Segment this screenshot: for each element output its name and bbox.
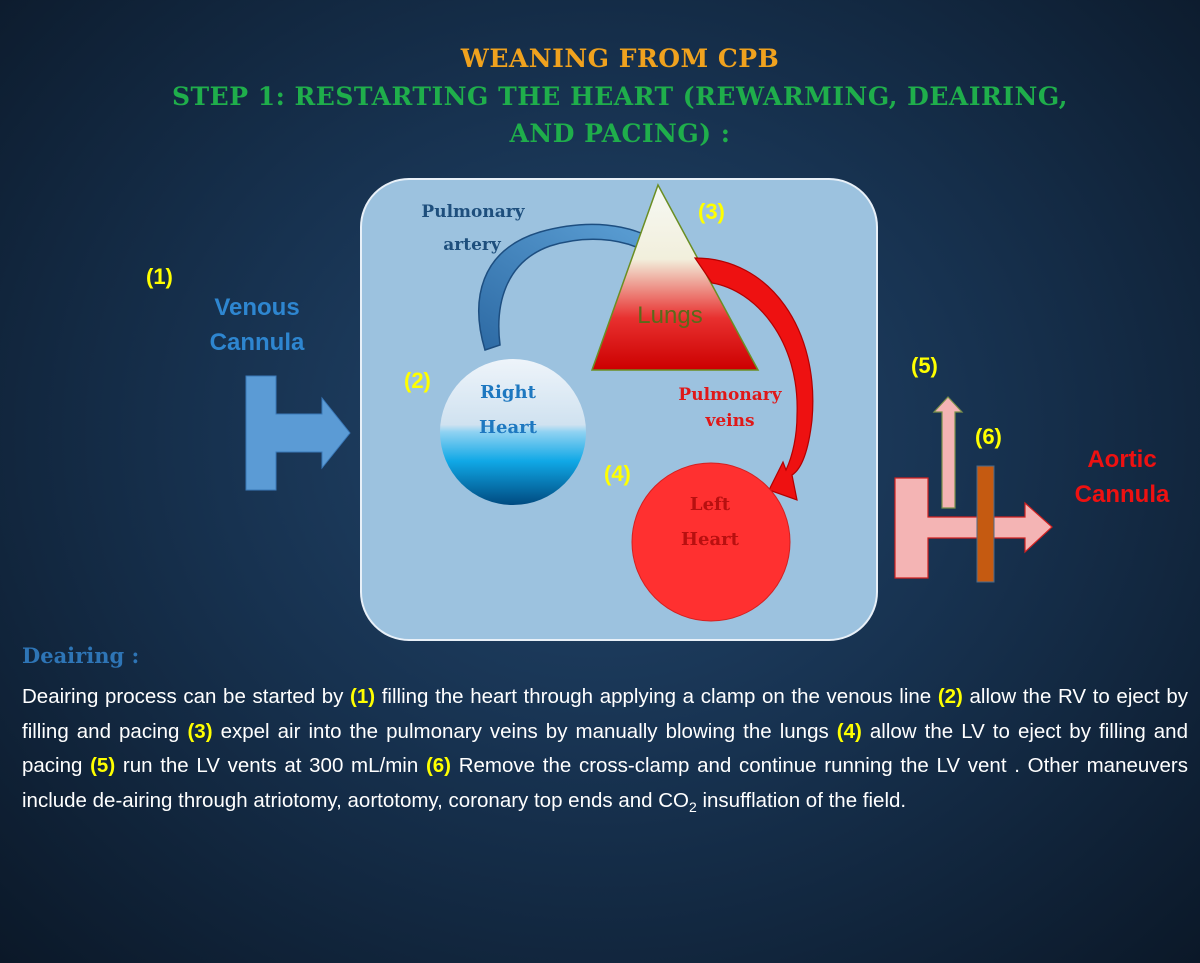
left-heart-circle [631, 462, 791, 622]
label-line: Cannula [209, 329, 305, 356]
marker-5: (5) [911, 353, 938, 378]
step-marker: (5) [90, 754, 116, 777]
step-marker: (6) [425, 754, 452, 777]
marker-3: (3) [698, 199, 725, 224]
paragraph-text: insufflation of the field. [696, 788, 907, 812]
slide-subtitle-line1: STEP 1: RESTARTING THE HEART (REWARMING,… [171, 82, 1068, 111]
label-line: Right [480, 382, 536, 403]
label-line: Left [689, 494, 731, 515]
paragraph-text: Deairing process can be started by [22, 685, 351, 708]
marker-6: (6) [975, 424, 1002, 449]
paragraph-text: run the LV vents at 300 mL/min [115, 754, 426, 777]
step-marker: (4) [836, 719, 862, 743]
label-line: veins [705, 411, 755, 431]
paragraph-text: allow the LV to eject by filling and pac… [22, 719, 1188, 778]
label-line: Venous [214, 294, 300, 321]
label-line: Heart [681, 529, 739, 550]
right-heart-circle [440, 359, 586, 505]
aortic-cannula-label: Aortic Cannula [1060, 446, 1184, 509]
deairing-heading: Deairing : [22, 643, 140, 668]
pulmonary-artery-label: Pulmonary artery [398, 202, 548, 255]
pulmonary-veins-arrow [693, 257, 814, 501]
marker-2: (2) [404, 368, 431, 393]
marker-1: (1) [146, 264, 173, 289]
venous-cannula-label: Venous Cannula [195, 294, 319, 357]
step-marker: (3) [187, 719, 213, 743]
lv-vent-arrow [932, 396, 964, 509]
paragraph-text: 2 [688, 798, 697, 815]
pulmonary-veins-label: Pulmonary veins [655, 385, 805, 431]
right-heart-label: Right Heart [458, 382, 558, 438]
marker-4: (4) [604, 461, 631, 486]
label-line: Pulmonary [421, 202, 525, 222]
slide-subtitle-line2: AND PACING) : [509, 119, 731, 148]
label-line: Heart [479, 417, 537, 438]
lungs-label: Lungs [637, 302, 703, 329]
paragraph-text: Remove the cross-clamp and continue runn… [22, 754, 1188, 812]
step-marker: (2) [937, 685, 963, 708]
paragraph-text: filling the heart through applying a cla… [375, 685, 938, 708]
paragraph-text: allow the RV to eject by filling and pac… [22, 685, 1189, 743]
venous-cannula-shape [245, 375, 351, 491]
label-line: Pulmonary [678, 385, 782, 405]
aortic-cannula-shape [894, 477, 1053, 579]
paragraph-text: expel air into the pulmonary veins by ma… [212, 719, 837, 743]
left-heart-label: Left Heart [660, 494, 760, 550]
cross-clamp-bar [976, 465, 995, 583]
label-line: Aortic [1087, 446, 1157, 473]
step-marker: (1) [350, 685, 376, 708]
label-line: artery [443, 235, 501, 255]
label-line: Cannula [1074, 481, 1170, 508]
deairing-paragraph: Deairing process can be started by (1) f… [22, 680, 1188, 824]
slide-title: WEANING FROM CPB [460, 44, 780, 73]
